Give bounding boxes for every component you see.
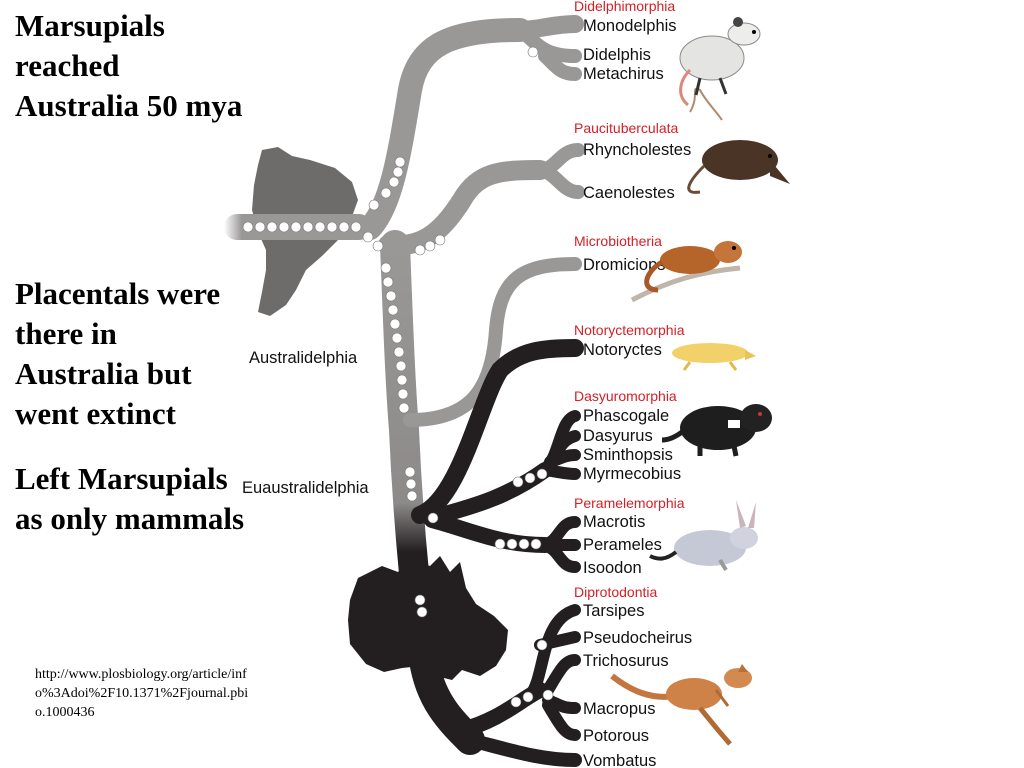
order-label: Didelphimorphia <box>574 0 675 14</box>
bilby-illustration <box>649 500 758 572</box>
text-left-marsupials: Left Marsupials as only mammals <box>15 459 244 539</box>
marsupial-mole-illustration <box>672 343 756 371</box>
genus-label: Vombatus <box>583 752 656 768</box>
genus-label: Macropus <box>583 700 655 718</box>
branch-node-dots <box>242 46 554 708</box>
monito-del-monte-illustration <box>630 241 742 303</box>
genus-label: Tarsipes <box>583 602 644 620</box>
genus-label: Caenolestes <box>583 184 675 202</box>
clade-label-australidelphia: Australidelphia <box>249 349 358 367</box>
text-line: reached <box>15 48 120 83</box>
text-line: there in <box>15 316 117 351</box>
genus-label: Didelphis <box>583 46 651 64</box>
tasmanian-devil-illustration <box>661 404 772 457</box>
order-label: Diprotodontia <box>574 584 657 600</box>
text-line: Marsupials <box>15 8 165 43</box>
text-placentals-extinct: Placentals were there in Australia but w… <box>15 274 220 434</box>
citation-line: http://www.plosbiology.org/article/inf <box>35 667 247 682</box>
genus-label: Myrmecobius <box>583 465 681 483</box>
text-line: went extinct <box>15 396 176 431</box>
order-label: Peramelemorphia <box>574 495 685 511</box>
genus-label: Isoodon <box>583 559 642 577</box>
citation-line: o.1000436 <box>35 705 95 720</box>
order-label: Paucituberculata <box>574 120 679 136</box>
shrew-opossum-illustration <box>687 140 790 194</box>
genus-label: Pseudocheirus <box>583 629 692 647</box>
south-american-branches <box>358 15 585 427</box>
citation-line: o%3Adoi%2F10.1371%2Fjournal.pbi <box>35 686 249 701</box>
genus-label: Macrotis <box>583 513 645 531</box>
genus-label: Trichosurus <box>583 652 669 670</box>
genus-label: Dasyurus <box>583 427 653 445</box>
text-line: Placentals were <box>15 276 221 311</box>
genus-label: Potorous <box>583 727 649 745</box>
genus-label: Notoryctes <box>583 341 662 359</box>
text-line: Australia but <box>15 356 192 391</box>
genus-label: Phascogale <box>583 407 669 425</box>
text-line: as only mammals <box>15 501 245 536</box>
genus-label: Sminthopsis <box>583 446 673 464</box>
heading-marsupials-reached: Marsupials reached Australia 50 mya <box>15 6 242 126</box>
order-label: Dasyuromorphia <box>574 388 677 404</box>
order-label: Notoryctemorphia <box>574 322 685 338</box>
genus-label: Dromiciops <box>583 256 666 274</box>
order-label: Microbiotheria <box>574 233 662 249</box>
kangaroo-illustration <box>610 664 752 746</box>
genus-label: Perameles <box>583 536 662 554</box>
clade-label-euaustralidelphia: Euaustralidelphia <box>242 479 369 497</box>
genus-label: Metachirus <box>583 65 664 83</box>
text-line: Left Marsupials <box>15 461 228 496</box>
citation-link[interactable]: http://www.plosbiology.org/article/inf o… <box>35 665 248 722</box>
genus-label: Monodelphis <box>583 17 677 35</box>
text-line: Australia 50 mya <box>15 88 243 123</box>
genus-label: Rhyncholestes <box>583 141 691 159</box>
opossum-illustration <box>679 17 761 121</box>
